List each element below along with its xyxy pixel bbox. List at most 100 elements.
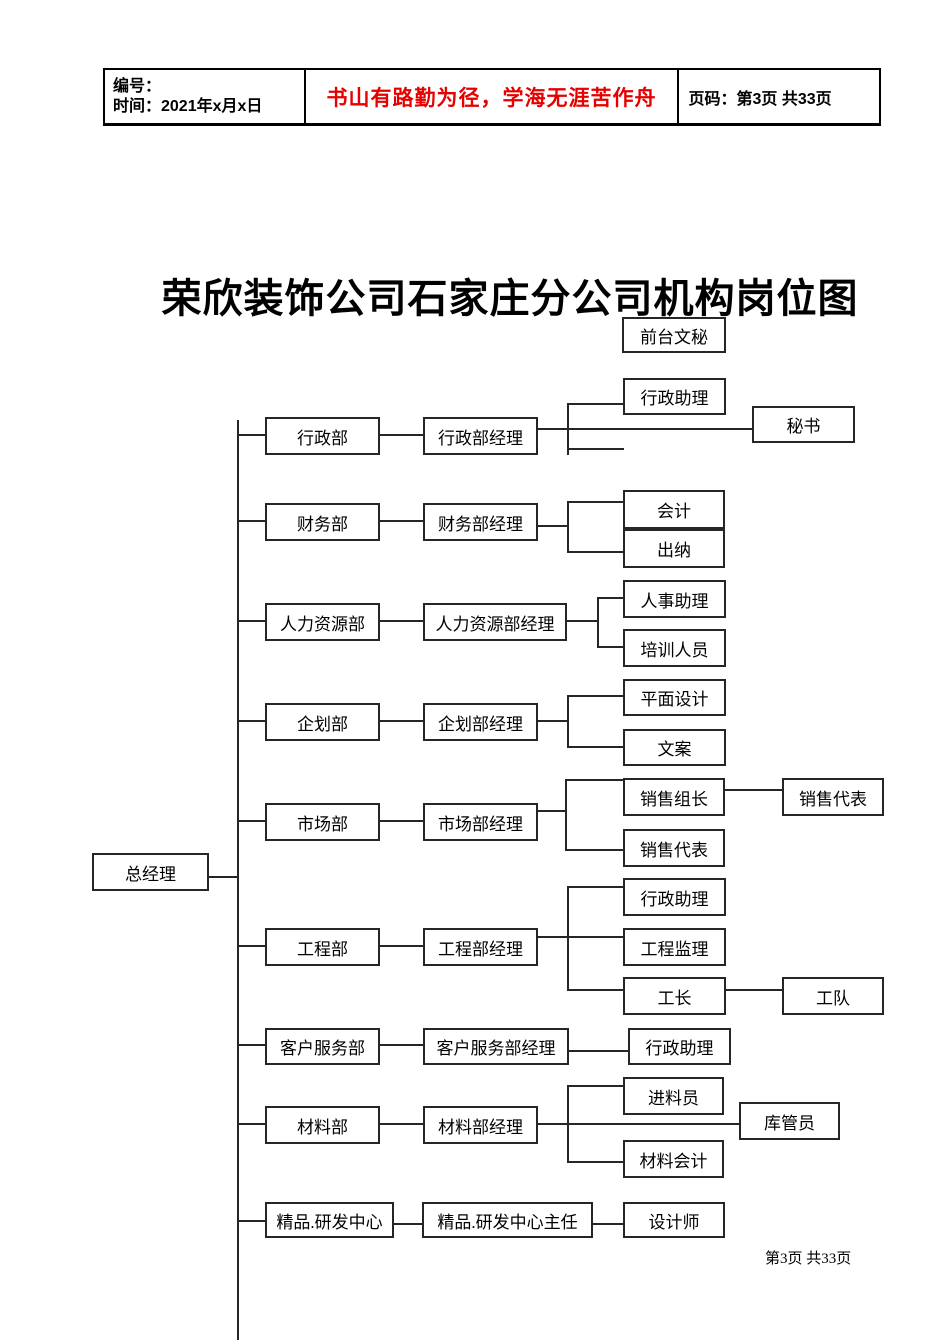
connector-line xyxy=(380,1044,424,1046)
connector-line xyxy=(567,551,624,553)
doc-time-label: 时间：2021年x月x日 xyxy=(113,97,263,115)
org-node-foreman: 工长 xyxy=(623,977,726,1015)
org-node-project-supervisor: 工程监理 xyxy=(623,928,726,966)
connector-line xyxy=(237,434,266,436)
org-node-admin-assistant-1: 行政助理 xyxy=(623,378,726,415)
connector-line xyxy=(565,779,567,851)
connector-line xyxy=(597,597,599,648)
connector-line xyxy=(567,1085,624,1087)
header-cell-page: 页码：第3页 共33页 xyxy=(679,70,880,123)
document-header-table: 编号： 时间：2021年x月x日 书山有路勤为径，学海无涯苦作舟 页码：第3页 … xyxy=(103,68,881,126)
org-node-admin-assistant-3: 行政助理 xyxy=(628,1028,731,1065)
connector-line xyxy=(380,720,424,722)
connector-line xyxy=(380,620,424,622)
connector-line xyxy=(597,597,624,599)
connector-line xyxy=(237,1123,266,1125)
connector-line xyxy=(725,789,783,791)
connector-line xyxy=(237,1220,266,1222)
doc-number-label: 编号： xyxy=(113,77,162,95)
header-cell-meta: 编号： 时间：2021年x月x日 xyxy=(105,70,307,123)
connector-line xyxy=(237,1044,266,1046)
connector-line xyxy=(538,936,624,938)
org-node-finance-dept-manager: 财务部经理 xyxy=(423,503,538,541)
connector-line xyxy=(538,810,566,812)
connector-line xyxy=(567,620,598,622)
org-node-training-staff: 培训人员 xyxy=(623,629,726,667)
org-node-planning-dept: 企划部 xyxy=(265,703,380,741)
header-page-label: 页码：第3页 共33页 xyxy=(688,90,832,108)
connector-line xyxy=(380,945,424,947)
org-node-finance-dept: 财务部 xyxy=(265,503,380,541)
org-node-sales-leader: 销售组长 xyxy=(623,778,725,816)
connector-line xyxy=(237,720,266,722)
org-node-designer: 设计师 xyxy=(623,1202,725,1238)
org-node-admin-assistant-2: 行政助理 xyxy=(623,878,726,916)
org-node-accountant: 会计 xyxy=(623,490,725,529)
org-node-front-desk-clerk: 前台文秘 xyxy=(622,317,726,353)
connector-line xyxy=(380,520,424,522)
connector-line xyxy=(567,886,624,888)
org-node-material-accountant: 材料会计 xyxy=(623,1140,724,1178)
org-node-general-manager: 总经理 xyxy=(92,853,209,891)
connector-line xyxy=(567,403,569,455)
org-node-cashier: 出纳 xyxy=(623,529,725,568)
connector-line xyxy=(565,849,624,851)
header-slogan-text: 书山有路勤为径，学海无涯苦作舟 xyxy=(326,86,657,110)
org-node-admin-dept: 行政部 xyxy=(265,417,380,455)
connector-line xyxy=(209,876,238,878)
org-node-sales-rep-lower: 销售代表 xyxy=(623,829,725,867)
org-node-hr-assistant: 人事助理 xyxy=(623,580,726,618)
connector-line xyxy=(394,1223,423,1225)
connector-line xyxy=(538,1123,740,1125)
org-node-materials-dept: 材料部 xyxy=(265,1106,380,1144)
org-node-graphic-design: 平面设计 xyxy=(623,679,726,716)
connector-line xyxy=(569,1050,629,1052)
org-node-material-buyer: 进料员 xyxy=(623,1077,724,1115)
org-node-warehouse-keeper: 库管员 xyxy=(739,1102,840,1140)
org-node-engineering-dept-manager: 工程部经理 xyxy=(423,928,538,966)
connector-line xyxy=(237,520,266,522)
connector-line xyxy=(567,989,624,991)
connector-line xyxy=(567,746,624,748)
connector-line xyxy=(567,1085,569,1163)
connector-line xyxy=(567,448,624,450)
org-node-customer-service-dept-manager: 客户服务部经理 xyxy=(423,1028,569,1065)
org-node-hr-dept: 人力资源部 xyxy=(265,603,380,641)
connector-line xyxy=(237,945,266,947)
connector-line xyxy=(567,886,569,991)
connector-line xyxy=(380,820,424,822)
org-node-marketing-dept: 市场部 xyxy=(265,803,380,841)
org-node-rd-center: 精品.研发中心 xyxy=(265,1202,394,1238)
org-node-planning-dept-manager: 企划部经理 xyxy=(423,703,538,741)
org-node-copywriter: 文案 xyxy=(623,729,726,766)
connector-line xyxy=(565,779,624,781)
chart-title: 荣欣装饰公司石家庄分公司机构岗位图 xyxy=(161,276,859,321)
org-node-customer-service-dept: 客户服务部 xyxy=(265,1028,380,1065)
connector-line xyxy=(538,720,568,722)
org-node-secretary: 秘书 xyxy=(752,406,855,443)
org-node-rd-center-director: 精品.研发中心主任 xyxy=(422,1202,593,1238)
org-node-hr-dept-manager: 人力资源部经理 xyxy=(423,603,567,641)
connector-line xyxy=(237,820,266,822)
connector-line xyxy=(237,420,239,1340)
connector-line xyxy=(597,646,624,648)
connector-line xyxy=(567,501,624,503)
header-cell-slogan: 书山有路勤为径，学海无涯苦作舟 xyxy=(306,70,679,123)
connector-line xyxy=(567,501,569,553)
connector-line xyxy=(567,1161,624,1163)
connector-line xyxy=(726,989,783,991)
connector-line xyxy=(538,525,568,527)
org-node-admin-dept-manager: 行政部经理 xyxy=(423,417,538,455)
connector-line xyxy=(538,428,753,430)
page-footer-label: 第3页 共33页 xyxy=(765,1251,852,1267)
connector-line xyxy=(380,434,424,436)
org-node-work-crew: 工队 xyxy=(782,977,884,1015)
connector-line xyxy=(567,403,624,405)
connector-line xyxy=(237,620,266,622)
connector-line xyxy=(567,695,569,748)
connector-line xyxy=(567,695,624,697)
connector-line xyxy=(380,1123,424,1125)
org-node-marketing-dept-manager: 市场部经理 xyxy=(423,803,538,841)
